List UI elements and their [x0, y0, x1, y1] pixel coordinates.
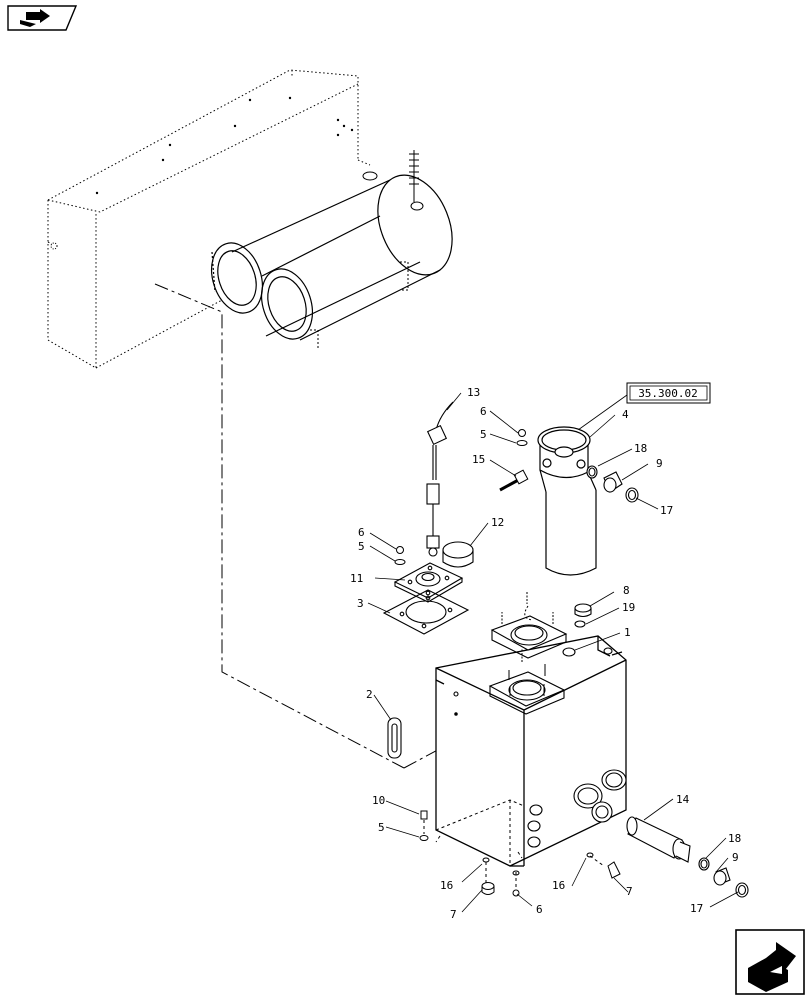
- callout-5: 5: [378, 821, 385, 834]
- vent-screw: [499, 469, 529, 492]
- callout-16: 16: [440, 879, 453, 892]
- callout-5: 5: [480, 428, 487, 441]
- callout-13: 13: [467, 386, 480, 399]
- callout-12: 12: [491, 516, 504, 529]
- return-filter-element: [626, 816, 749, 898]
- reference-label[interactable]: 35.300.02: [638, 387, 698, 400]
- bottom-dashed-paths: [423, 820, 605, 890]
- cylinder-tank-rear: [261, 174, 453, 341]
- reservoir-top-ports: [488, 615, 613, 715]
- callout-6: 6: [536, 903, 543, 916]
- cylinder-tank-front: [231, 179, 421, 337]
- sight-gauge: [387, 717, 402, 759]
- sensor-plate: [393, 562, 464, 603]
- callout-15: 15: [472, 453, 485, 466]
- callout-11: 11: [350, 572, 363, 585]
- hydraulic-reservoir: [435, 635, 627, 867]
- callout-17: 17: [690, 902, 703, 915]
- tank-openings: [211, 242, 313, 340]
- callout-6: 6: [358, 526, 365, 539]
- callout-10: 10: [372, 794, 385, 807]
- callout-9: 9: [656, 457, 663, 470]
- upper-port-fittings: [586, 465, 639, 503]
- callout-1: 1: [624, 626, 631, 639]
- level-sensor: [426, 401, 454, 557]
- filter-assembly: [537, 426, 597, 576]
- callout-18: 18: [634, 442, 647, 455]
- plate-bolts: [394, 429, 528, 565]
- callout-17: 17: [660, 504, 673, 517]
- bottom-hardware: [419, 810, 621, 897]
- callout-8: 8: [623, 584, 630, 597]
- frame-holes: [50, 96, 354, 250]
- tank-fittings: [310, 150, 424, 350]
- breather-cap: [442, 541, 474, 568]
- callout-14: 14: [676, 793, 690, 806]
- callout-5: 5: [358, 540, 365, 553]
- callout-4: 4: [622, 408, 629, 421]
- leader-lines: [367, 392, 739, 913]
- callout-2: 2: [366, 688, 373, 701]
- callout-3: 3: [357, 597, 364, 610]
- callout-7: 7: [626, 885, 633, 898]
- callout-labels: 13 6 5 4 15 18 9 17 12 6 5 11 3 8 19 1 2…: [350, 386, 741, 921]
- callout-7: 7: [450, 908, 457, 921]
- machine-frame-ghost: [47, 69, 371, 369]
- callout-6: 6: [480, 405, 487, 418]
- reservoir-bolt-studs: [501, 592, 554, 696]
- callout-19: 19: [622, 601, 635, 614]
- callout-18: 18: [728, 832, 741, 845]
- reservoir-side-ports: [453, 691, 627, 848]
- book-open-arrow-icon[interactable]: [7, 5, 78, 31]
- callout-16: 16: [552, 879, 565, 892]
- phantom-lines: [154, 283, 461, 769]
- reference-link-box[interactable]: 35.300.02: [577, 382, 711, 431]
- callout-9: 9: [732, 851, 739, 864]
- gasket: [382, 589, 470, 635]
- drain-plug-top: [574, 603, 592, 628]
- next-page-arrow-icon[interactable]: [735, 929, 805, 995]
- reservoir-dashed-edges: [435, 799, 525, 866]
